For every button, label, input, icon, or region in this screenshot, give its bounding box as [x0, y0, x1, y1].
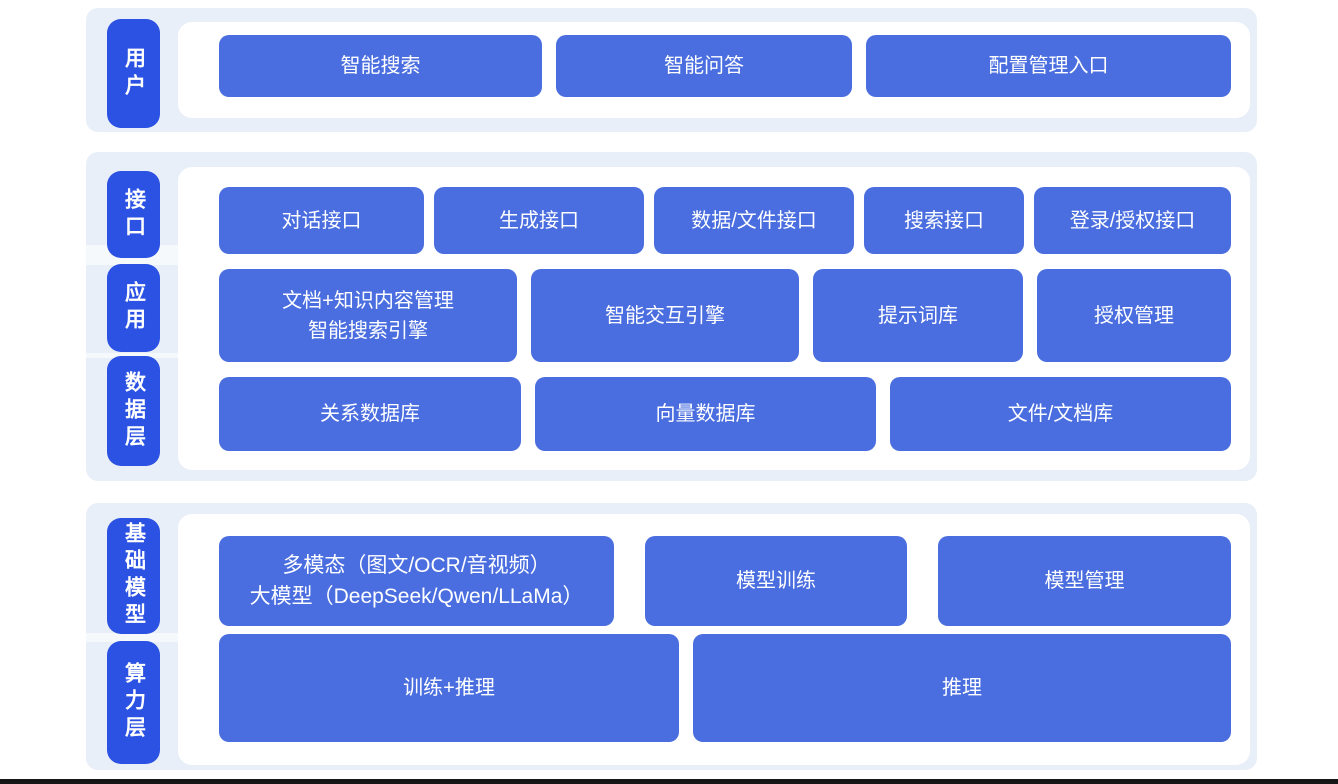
layer-container-user: 智能搜索 智能问答 配置管理入口: [178, 22, 1250, 118]
box-training-inference: 训练+推理: [219, 634, 679, 742]
layer-group-panel-user: 用户 智能搜索 智能问答 配置管理入口: [86, 8, 1257, 132]
box-generate-api: 生成接口: [434, 187, 644, 254]
box-label: 训练+推理: [403, 677, 495, 699]
box-label-line2: 大模型（DeepSeek/Qwen/LLaMa）: [249, 585, 584, 608]
box-inference: 推理: [693, 634, 1231, 742]
row-data-layer: 关系数据库 向量数据库 文件/文档库: [219, 377, 1231, 451]
box-label: 配置管理入口: [988, 55, 1109, 77]
box-smart-qa: 智能问答: [556, 35, 852, 97]
box-model-training: 模型训练: [645, 536, 907, 626]
box-search-api: 搜索接口: [864, 187, 1024, 254]
layer-pill-compute: 算力层: [107, 641, 160, 764]
box-file-doc-library: 文件/文档库: [890, 377, 1231, 451]
box-label: 登录/授权接口: [1069, 209, 1196, 232]
layer-container-bottom: 多模态（图文/OCR/音视频） 大模型（DeepSeek/Qwen/LLaMa）…: [178, 514, 1250, 765]
box-label: 授权管理: [1094, 304, 1174, 327]
box-auth-management: 授权管理: [1037, 269, 1231, 362]
layer-pill-application: 应用: [107, 264, 160, 352]
box-label-line1: 多模态（图文/OCR/音视频）: [282, 554, 551, 577]
box-label: 搜索接口: [904, 209, 984, 232]
box-model-management: 模型管理: [938, 536, 1231, 626]
layer-group-panel-bottom: 基础模型 算力层 多模态（图文/OCR/音视频） 大模型（DeepSeek/Qw…: [86, 503, 1257, 770]
box-relational-db: 关系数据库: [219, 377, 521, 451]
box-prompt-library: 提示词库: [813, 269, 1023, 362]
layer-pill-data: 数据层: [107, 356, 160, 466]
row-interface: 对话接口 生成接口 数据/文件接口 搜索接口 登录/授权接口: [219, 187, 1231, 254]
box-data-file-api: 数据/文件接口: [654, 187, 854, 254]
box-label: 智能交互引擎: [605, 304, 725, 327]
layer-container-middle: 对话接口 生成接口 数据/文件接口 搜索接口 登录/授权接口 文档+知识内容管理: [178, 167, 1250, 470]
panel-separator: [86, 633, 178, 642]
box-doc-knowledge-search-engine: 文档+知识内容管理 智能搜索引擎: [219, 269, 517, 362]
box-label-line1: 文档+知识内容管理: [282, 289, 454, 312]
bottom-edge-bar: [0, 779, 1338, 784]
box-label: 关系数据库: [320, 403, 420, 425]
box-label: 智能搜索: [340, 55, 421, 77]
box-multimodal-llm: 多模态（图文/OCR/音视频） 大模型（DeepSeek/Qwen/LLaMa）: [219, 536, 614, 626]
box-label: 智能问答: [664, 55, 744, 77]
box-interactive-engine: 智能交互引擎: [531, 269, 799, 362]
layer-pill-user: 用户: [107, 19, 160, 128]
row-user: 智能搜索 智能问答 配置管理入口: [219, 35, 1231, 97]
layer-pill-interface: 接口: [107, 171, 160, 258]
box-vector-db: 向量数据库: [535, 377, 876, 451]
box-label: 生成接口: [499, 209, 579, 232]
panel-separator: [86, 353, 178, 358]
row-application: 文档+知识内容管理 智能搜索引擎 智能交互引擎 提示词库 授权管理: [219, 269, 1231, 362]
box-config-entry: 配置管理入口: [866, 35, 1231, 97]
box-label: 模型训练: [736, 570, 816, 592]
box-login-auth-api: 登录/授权接口: [1034, 187, 1231, 254]
box-smart-search: 智能搜索: [219, 35, 542, 97]
box-label: 对话接口: [281, 209, 362, 232]
layer-group-panel-middle: 接口 应用 数据层 对话接口 生成接口 数据/文件接口 搜索接口 登录/授权接口: [86, 152, 1257, 481]
box-label: 提示词库: [878, 304, 958, 327]
box-label: 向量数据库: [655, 403, 756, 425]
box-label: 模型管理: [1044, 570, 1125, 592]
layer-pill-base-model: 基础模型: [107, 518, 160, 634]
box-label: 文件/文档库: [1007, 403, 1114, 425]
row-compute: 训练+推理 推理: [219, 634, 1231, 742]
row-base-model: 多模态（图文/OCR/音视频） 大模型（DeepSeek/Qwen/LLaMa）…: [219, 536, 1231, 626]
box-label-line2: 智能搜索引擎: [308, 319, 428, 342]
box-label: 数据/文件接口: [691, 209, 817, 232]
box-label: 推理: [942, 677, 982, 699]
box-dialog-api: 对话接口: [219, 187, 424, 254]
